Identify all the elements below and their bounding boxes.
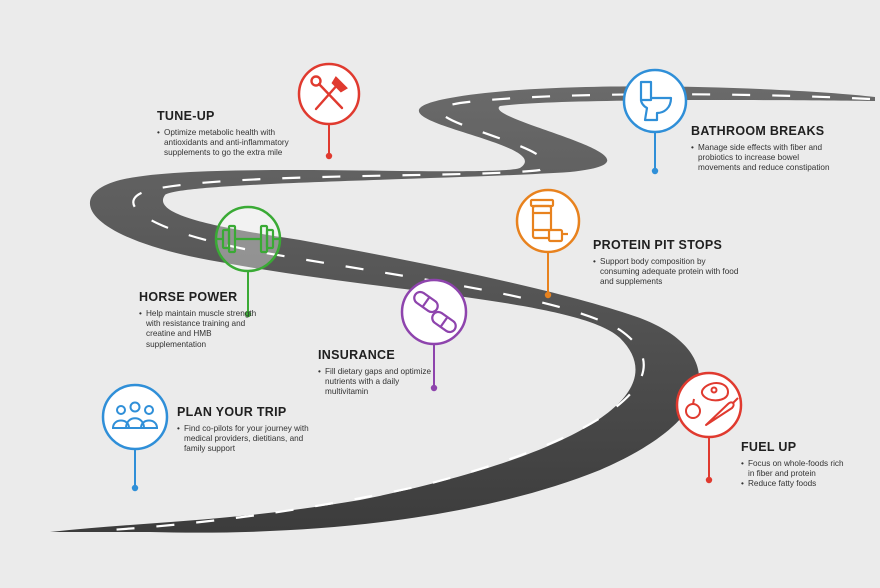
stop-protein-pit-stops: PROTEIN PIT STOPS Support body compositi… xyxy=(593,238,743,288)
stop-fuel-up: FUEL UP Focus on whole-foods rich in fib… xyxy=(741,440,851,490)
stop-bullet: Focus on whole-foods rich in fiber and p… xyxy=(741,459,851,479)
stop-bullet: Find co-pilots for your journey with med… xyxy=(177,424,325,455)
stop-title: FUEL UP xyxy=(741,440,797,454)
stop-title: HORSE POWER xyxy=(139,290,238,304)
stop-bullet: Support body composition by consuming ad… xyxy=(593,257,743,288)
stop-plan-your-trip: PLAN YOUR TRIP Find co-pilots for your j… xyxy=(177,405,325,455)
pills-icon xyxy=(413,290,457,334)
stop-title: PROTEIN PIT STOPS xyxy=(593,238,723,252)
stop-bullet: Optimize metabolic health with antioxida… xyxy=(157,128,317,159)
stop-title: INSURANCE xyxy=(318,348,396,362)
toilet-icon xyxy=(639,80,673,122)
road-surface xyxy=(50,86,875,533)
food-icon xyxy=(685,382,739,426)
stop-bathroom-breaks: BATHROOM BREAKS Manage side effects with… xyxy=(691,124,841,174)
wrench-hammer-icon xyxy=(310,75,348,111)
stop-title: PLAN YOUR TRIP xyxy=(177,405,287,419)
stop-tune-up: TUNE-UP Optimize metabolic health with a… xyxy=(157,109,317,159)
stop-title: TUNE-UP xyxy=(157,109,215,123)
dumbbell-icon xyxy=(217,224,279,254)
stop-bullet: Fill dietary gaps and optimize nutrients… xyxy=(318,367,438,398)
stop-bullet: Reduce fatty foods xyxy=(741,479,851,489)
stop-bullet: Help maintain muscle strength with resis… xyxy=(139,309,261,350)
road-centerline xyxy=(109,93,871,532)
stop-insurance: INSURANCE Fill dietary gaps and optimize… xyxy=(318,348,438,398)
stop-horse-power: HORSE POWER Help maintain muscle strengt… xyxy=(139,290,261,350)
stop-bullet: Manage side effects with fiber and probi… xyxy=(691,143,841,174)
stop-title: BATHROOM BREAKS xyxy=(691,124,825,138)
protein-scoop-icon xyxy=(529,198,568,243)
people-group-icon xyxy=(112,401,158,429)
